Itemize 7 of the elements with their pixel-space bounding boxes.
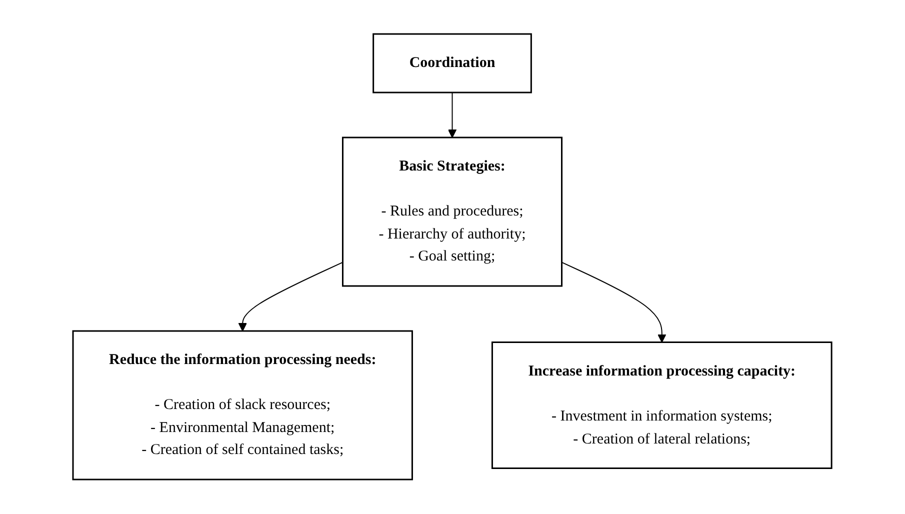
arrow	[561, 262, 666, 343]
arrow	[448, 92, 457, 138]
node-box: Increase information processing capacity: - Investment in information systems; - Creation of lateral relations;	[492, 342, 833, 470]
node-box: Reduce the information processing needs: - Creation of slack resources; - Environmental Management; - Creation of self contained tasks;	[72, 330, 414, 480]
arrow	[238, 262, 344, 332]
node-box: Coordination	[372, 34, 532, 94]
node-box: Basic Strategies: - Rules and procedures; - Hierarchy of authority; - Goal setting;	[342, 137, 563, 287]
